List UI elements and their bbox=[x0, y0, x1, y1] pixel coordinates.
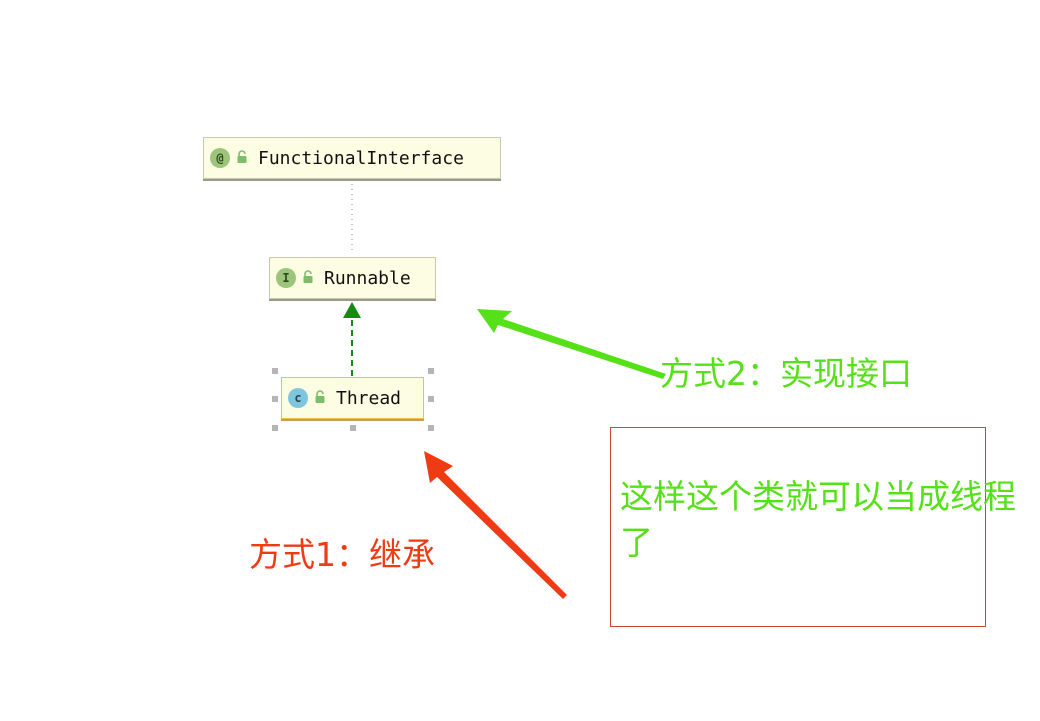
node-name: Runnable bbox=[324, 267, 411, 289]
annotation-type-icon: @ bbox=[210, 148, 230, 168]
resize-handle-bottom-center[interactable] bbox=[350, 425, 356, 431]
node-name: FunctionalInterface bbox=[258, 147, 464, 169]
resize-handle-top-right[interactable] bbox=[428, 368, 434, 374]
method2-label: 方式2：实现接口 bbox=[660, 354, 912, 393]
resize-handle-middle-left[interactable] bbox=[272, 396, 278, 402]
resize-handle-middle-right[interactable] bbox=[428, 396, 434, 402]
interface-icon: I bbox=[276, 268, 296, 288]
note-text: 这样这个类就可以当成线程了 bbox=[620, 477, 1016, 562]
node-name: Thread bbox=[336, 387, 402, 409]
public-access-icon bbox=[314, 388, 326, 409]
public-access-icon bbox=[236, 148, 248, 169]
note-box bbox=[610, 427, 986, 627]
class-icon: c bbox=[288, 388, 308, 408]
resize-handle-top-left[interactable] bbox=[272, 368, 278, 374]
functional-interface-node[interactable]: @ FunctionalInterface bbox=[203, 137, 501, 179]
resize-handle-bottom-right[interactable] bbox=[428, 425, 434, 431]
public-access-icon bbox=[302, 268, 314, 289]
red-annotation-arrow bbox=[424, 451, 567, 599]
thread-node[interactable]: c Thread bbox=[281, 377, 424, 419]
runnable-node[interactable]: I Runnable bbox=[269, 257, 436, 299]
resize-handle-bottom-left[interactable] bbox=[272, 425, 278, 431]
method1-label: 方式1：继承 bbox=[249, 535, 435, 574]
green-annotation-arrow bbox=[477, 309, 666, 379]
implements-arrow-head bbox=[343, 302, 361, 318]
